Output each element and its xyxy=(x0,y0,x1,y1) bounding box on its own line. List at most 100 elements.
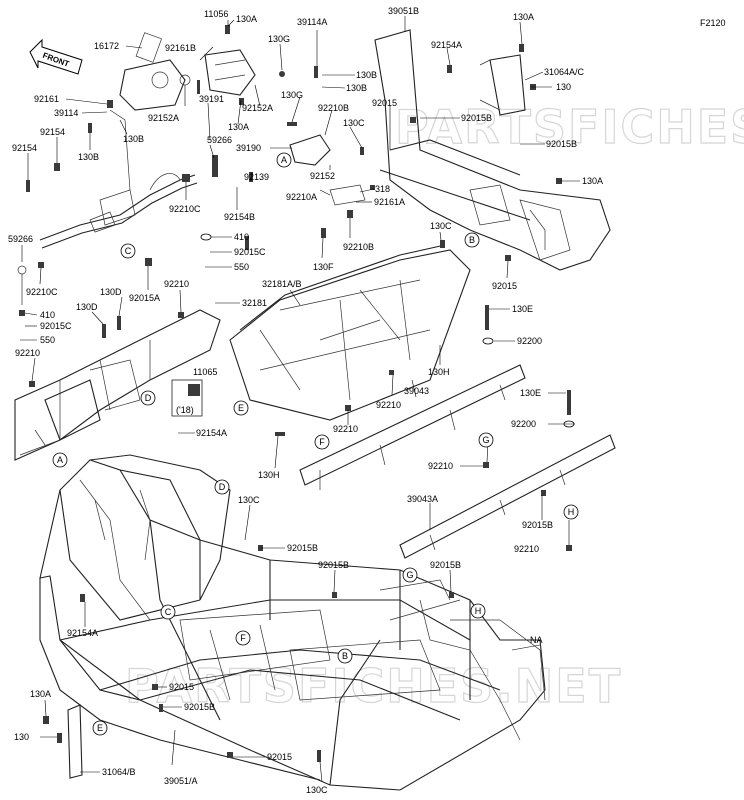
svg-text:B: B xyxy=(469,235,475,245)
part-label: 92154A xyxy=(67,628,98,638)
part-label: 39043 xyxy=(404,386,429,396)
part-label: 92015A xyxy=(129,293,160,303)
part-label: 92210 xyxy=(164,279,189,289)
part-label: 39114A xyxy=(297,17,327,27)
callout-a-bottom: A xyxy=(52,452,68,468)
svg-text:H: H xyxy=(568,507,575,517)
callout-c-top: C xyxy=(120,243,136,259)
part-label: 92161 xyxy=(34,94,59,104)
part-label: 92161B xyxy=(165,43,196,53)
part-label: 130B xyxy=(123,134,144,144)
svg-text:B: B xyxy=(342,651,348,661)
part-label: 39191 xyxy=(199,94,224,104)
callout-e-bottom: E xyxy=(92,720,108,736)
svg-text:A: A xyxy=(57,455,63,465)
part-label: 11056 xyxy=(204,9,228,19)
part-label: 39114 xyxy=(54,108,78,118)
part-label: 550 xyxy=(40,335,55,345)
part-label: 39043A xyxy=(407,494,438,504)
part-label: 92015C xyxy=(40,321,72,331)
svg-text:D: D xyxy=(145,393,152,403)
front-arrow-icon: FRONT xyxy=(29,38,83,75)
part-label: 31064/B xyxy=(102,767,136,777)
part-labels: 11056 130A 39114A 39051B 130A 16172 9216… xyxy=(8,6,603,795)
center-frame-drawing xyxy=(229,244,471,421)
part-label: 92015C xyxy=(234,247,266,257)
part-label: 130E xyxy=(520,388,541,398)
part-label: ('18) xyxy=(176,405,194,415)
watermark-bottom: PARTSFICHES.NET xyxy=(125,659,622,713)
part-label: 130C xyxy=(430,221,452,231)
svg-text:E: E xyxy=(238,403,244,413)
part-label: 410 xyxy=(234,232,249,242)
svg-text:C: C xyxy=(165,607,172,617)
part-label: 92015 xyxy=(372,98,397,108)
part-label: 92152A xyxy=(148,113,179,123)
callout-markers: A A B B C C D D E E F F G G H H xyxy=(52,152,579,736)
callout-b-top: B xyxy=(464,232,480,248)
part-label: 92154 xyxy=(40,127,65,137)
svg-text:A: A xyxy=(281,155,287,165)
part-label: 92152A xyxy=(242,103,273,113)
callout-b-bottom: B xyxy=(337,648,353,664)
part-label: 130D xyxy=(100,287,122,297)
part-label: 59266 xyxy=(207,135,232,145)
svg-text:E: E xyxy=(97,723,103,733)
part-label: 39051B xyxy=(388,6,419,16)
part-label: 130A xyxy=(236,14,257,24)
part-label: 92210B xyxy=(343,242,374,252)
part-label: 130G xyxy=(268,34,290,44)
part-label: 130B xyxy=(346,83,367,93)
figure-number: F2120 xyxy=(700,18,726,28)
part-label: 92154A xyxy=(431,40,462,50)
part-label: 130 xyxy=(556,82,571,92)
callout-e-top: E xyxy=(233,400,249,416)
bracket-31064b-drawing xyxy=(67,704,83,779)
watermark-top: PARTSFICHES.NET xyxy=(395,100,744,154)
part-label: 11065 xyxy=(193,367,217,377)
callout-g-top: G xyxy=(478,432,494,448)
part-label: 92161A xyxy=(374,197,405,207)
part-label: NA xyxy=(530,635,543,645)
part-label: 92015B xyxy=(318,560,349,570)
part-label: 550 xyxy=(234,262,249,272)
part-label: 92015B xyxy=(546,139,577,149)
part-label: 92210 xyxy=(376,400,401,410)
part-label: 16172 xyxy=(94,41,119,51)
bracket-39190-drawing xyxy=(289,134,366,206)
part-label: 92015 xyxy=(267,752,292,762)
part-label: 92210A xyxy=(286,192,317,202)
part-label: 92210 xyxy=(15,348,40,358)
callout-d-top: D xyxy=(140,390,156,406)
part-label: 92015 xyxy=(492,281,517,291)
svg-text:D: D xyxy=(219,482,226,492)
part-label: 130C xyxy=(343,118,365,128)
leader-lines xyxy=(20,16,580,783)
left-front-frame-drawing xyxy=(14,309,221,461)
part-label: 92210B xyxy=(318,103,349,113)
part-label: 92015B xyxy=(184,702,215,712)
main-frame-drawing xyxy=(39,454,546,791)
part-label: 92200 xyxy=(517,336,542,346)
part-label: 92210 xyxy=(428,461,453,471)
part-label: 130H xyxy=(258,470,280,480)
part-label: 31064A/C xyxy=(544,67,585,77)
callout-h-top: H xyxy=(563,504,579,520)
part-label: 92015B xyxy=(522,520,553,530)
part-label: 92200 xyxy=(511,419,536,429)
fastener-icons xyxy=(19,25,575,762)
steering-rack-drawing xyxy=(17,109,198,305)
part-label: 59266 xyxy=(8,234,33,244)
part-label: 130 xyxy=(14,732,29,742)
part-label: 39190 xyxy=(236,143,261,153)
part-label: 130D xyxy=(76,302,98,312)
part-11065-box xyxy=(171,379,203,417)
part-label: 130A xyxy=(582,176,603,186)
callout-h-bottom: H xyxy=(470,603,486,619)
callout-a-top: A xyxy=(276,152,292,168)
part-label: 92152 xyxy=(310,171,335,181)
callout-f-top: F xyxy=(314,434,330,450)
svg-text:G: G xyxy=(482,435,489,445)
part-label: 130F xyxy=(313,262,334,272)
